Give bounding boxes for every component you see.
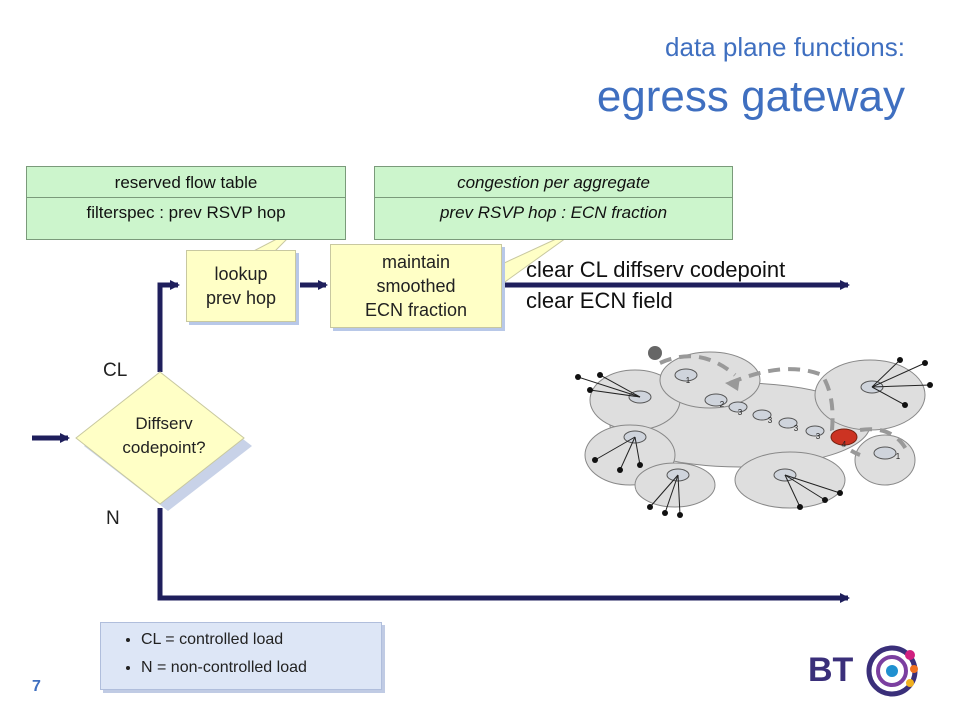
branch-n-label: N — [106, 508, 120, 529]
network-label-1: 2 — [720, 400, 725, 409]
congestion-table-header: congestion per aggregate — [375, 167, 732, 198]
bt-logo-text: BT — [808, 651, 854, 689]
network-label-0: 1 — [686, 376, 691, 385]
decision-line2: codepoint? — [122, 438, 206, 457]
action-clear-codepoint: clear CL diffserv codepoint — [526, 257, 786, 282]
reserved-flow-table-body: filterspec : prev RSVP hop — [86, 203, 286, 222]
n-branch-arrow — [157, 508, 850, 603]
network-label-7: 1 — [896, 452, 901, 461]
maintain-pointer — [501, 227, 581, 285]
lookup-box: lookup prev hop — [186, 250, 296, 322]
network-label-4: 3 — [794, 424, 799, 433]
network-label-3: 3 — [768, 416, 773, 425]
legend-box: CL = controlled load N = non-controlled … — [100, 622, 382, 690]
reserved-flow-table: reserved flow table filterspec : prev RS… — [26, 166, 346, 240]
slide-number: 7 — [32, 678, 41, 695]
action-clear-ecn: clear ECN field — [526, 288, 673, 313]
network-label-6: 4 — [842, 440, 847, 449]
decision-line1: Diffserv — [135, 414, 193, 433]
congestion-table: congestion per aggregate prev RSVP hop :… — [374, 166, 733, 240]
maintain-line3: ECN fraction — [364, 300, 468, 320]
congestion-table-body: prev RSVP hop : ECN fraction — [439, 203, 668, 222]
reserved-flow-table-header: reserved flow table — [27, 167, 345, 198]
bt-logo: BT — [808, 645, 928, 697]
network-label-5: 3 — [816, 432, 821, 441]
lookup-line1: lookup — [214, 264, 268, 284]
decision-label: Diffserv codepoint? — [74, 412, 254, 460]
lookup-line2: prev hop — [205, 288, 277, 308]
branch-cl-label: CL — [103, 360, 128, 381]
maintain-line2: smoothed — [376, 276, 456, 296]
network-label-2: 3 — [738, 408, 743, 417]
maintain-box: maintain smoothed ECN fraction — [330, 244, 502, 328]
legend-item-cl: CL = controlled load — [141, 631, 381, 649]
legend-item-n: N = non-controlled load — [141, 659, 381, 677]
maintain-line1: maintain — [381, 252, 451, 272]
slide-subtitle: data plane functions: — [665, 32, 905, 62]
bt-piper-icon — [866, 645, 918, 697]
cl-branch-line — [157, 280, 180, 372]
slide-title: egress gateway — [596, 72, 905, 121]
network-diagram: 1 2 3 3 3 3 4 1 — [575, 346, 933, 518]
